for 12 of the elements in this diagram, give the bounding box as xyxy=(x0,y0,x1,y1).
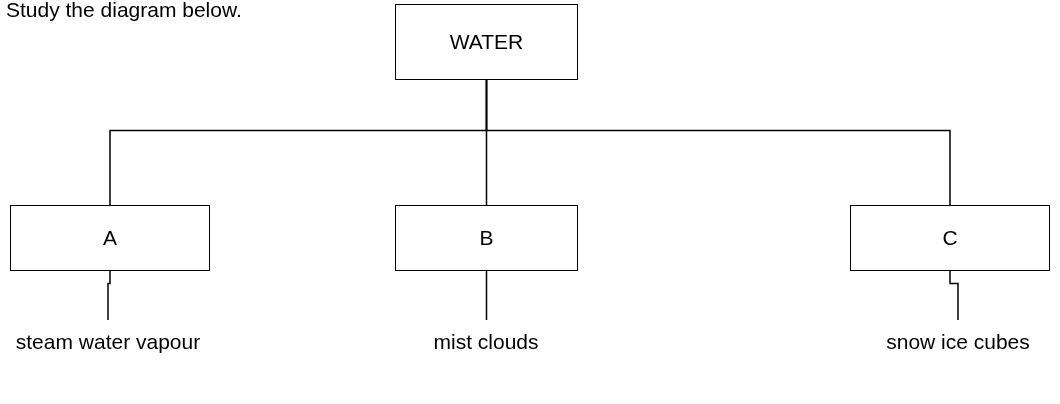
example-text: snow ice cubes xyxy=(858,328,1058,394)
category-box: C xyxy=(850,205,1050,271)
instruction-text: Study the diagram below. xyxy=(6,0,242,22)
category-box: B xyxy=(395,205,578,271)
connector-line xyxy=(107,270,111,321)
connector-line xyxy=(949,270,959,321)
category-box: A xyxy=(10,205,210,271)
connector-line xyxy=(485,270,488,321)
example-text: mist clouds xyxy=(386,328,586,394)
connector-line xyxy=(485,79,951,206)
category-box: WATER xyxy=(395,4,578,80)
example-text: steam water vapour xyxy=(8,328,208,394)
